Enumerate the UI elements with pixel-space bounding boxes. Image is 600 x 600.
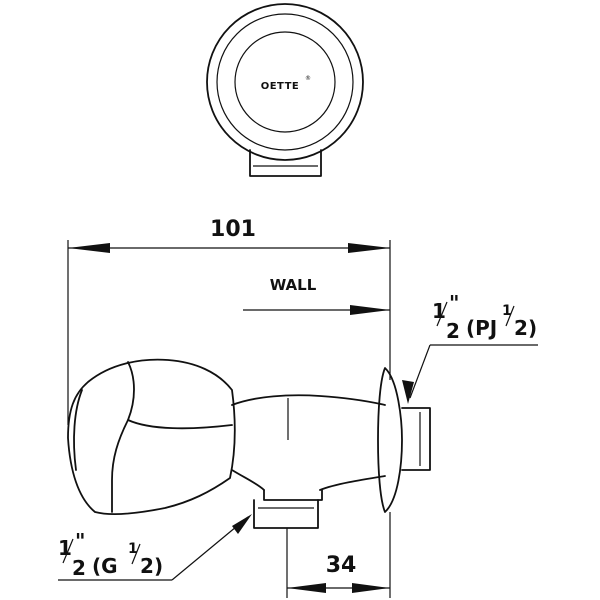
body-lower-left [231, 469, 265, 491]
handle-edge [73, 389, 83, 471]
body-lower-right [319, 475, 386, 491]
dimension-depth: 34 [286, 512, 391, 598]
top-view-ring [216, 13, 354, 151]
outlet-thread-frac-num: 1 [502, 303, 512, 319]
outlet-leader-arrow [402, 380, 414, 404]
wall-arrow [350, 305, 390, 315]
outlet-thread-den: 2 [446, 319, 460, 343]
outlet-thread-num: 1 [432, 299, 446, 323]
inlet-fraction-slash [62, 538, 74, 564]
outlet-fraction-slash [436, 301, 448, 327]
wall-label: WALL [270, 276, 317, 294]
inlet-thread-num: 1 [58, 536, 72, 560]
arrow-right-34 [352, 583, 390, 593]
dimension-label-34: 34 [326, 553, 357, 578]
outlet-thread-prefix: (PJ [466, 316, 497, 340]
outlet-thread-callout: 1 2 " (PJ 1 2 ) [402, 291, 538, 404]
inlet-leader-arrow [232, 514, 252, 534]
outlet-thread-suffix: ) [528, 316, 537, 340]
top-view-inner-circle [234, 31, 336, 133]
brand-logo-mark: ® [305, 75, 311, 82]
top-view: OETTE ® [206, 3, 364, 177]
inlet-thread-prefix: (G [92, 554, 118, 578]
inlet-nipple [253, 499, 319, 529]
brand-logo: OETTE [261, 81, 300, 92]
arrow-left-101 [68, 243, 110, 253]
top-view-connector [249, 149, 322, 177]
outlet-leader-line [409, 344, 431, 399]
inlet-thread-frac-num: 1 [128, 541, 138, 557]
inlet-thread-den: 2 [72, 556, 86, 580]
inlet-thread-callout: 1 2 " (G 1 2 ) [58, 514, 252, 581]
inlet-thread-inch: " [75, 529, 85, 553]
inlet-inner-slash [131, 543, 141, 565]
inlet-thread-frac-den: 2 [140, 554, 154, 578]
dimension-overall: 101 [67, 217, 391, 425]
wall-indicator: WALL [243, 276, 390, 315]
inlet-thread-suffix: ) [154, 554, 163, 578]
handle-ridge-left [111, 361, 135, 513]
outlet-nipple [401, 407, 431, 471]
valve-handle [67, 358, 236, 515]
top-view-outer-circle [206, 3, 364, 161]
wall-flange [377, 367, 403, 513]
outlet-thread-inch: " [449, 291, 459, 315]
dimension-label-101: 101 [210, 217, 256, 242]
outlet-thread-frac-den: 2 [514, 316, 528, 340]
side-view [67, 358, 431, 529]
arrow-right-101 [348, 243, 390, 253]
outlet-inner-slash [505, 305, 515, 327]
body-top [231, 394, 386, 406]
handle-ridge-middle [127, 419, 233, 430]
arrow-left-34 [287, 583, 326, 593]
inlet-collar [263, 489, 323, 501]
